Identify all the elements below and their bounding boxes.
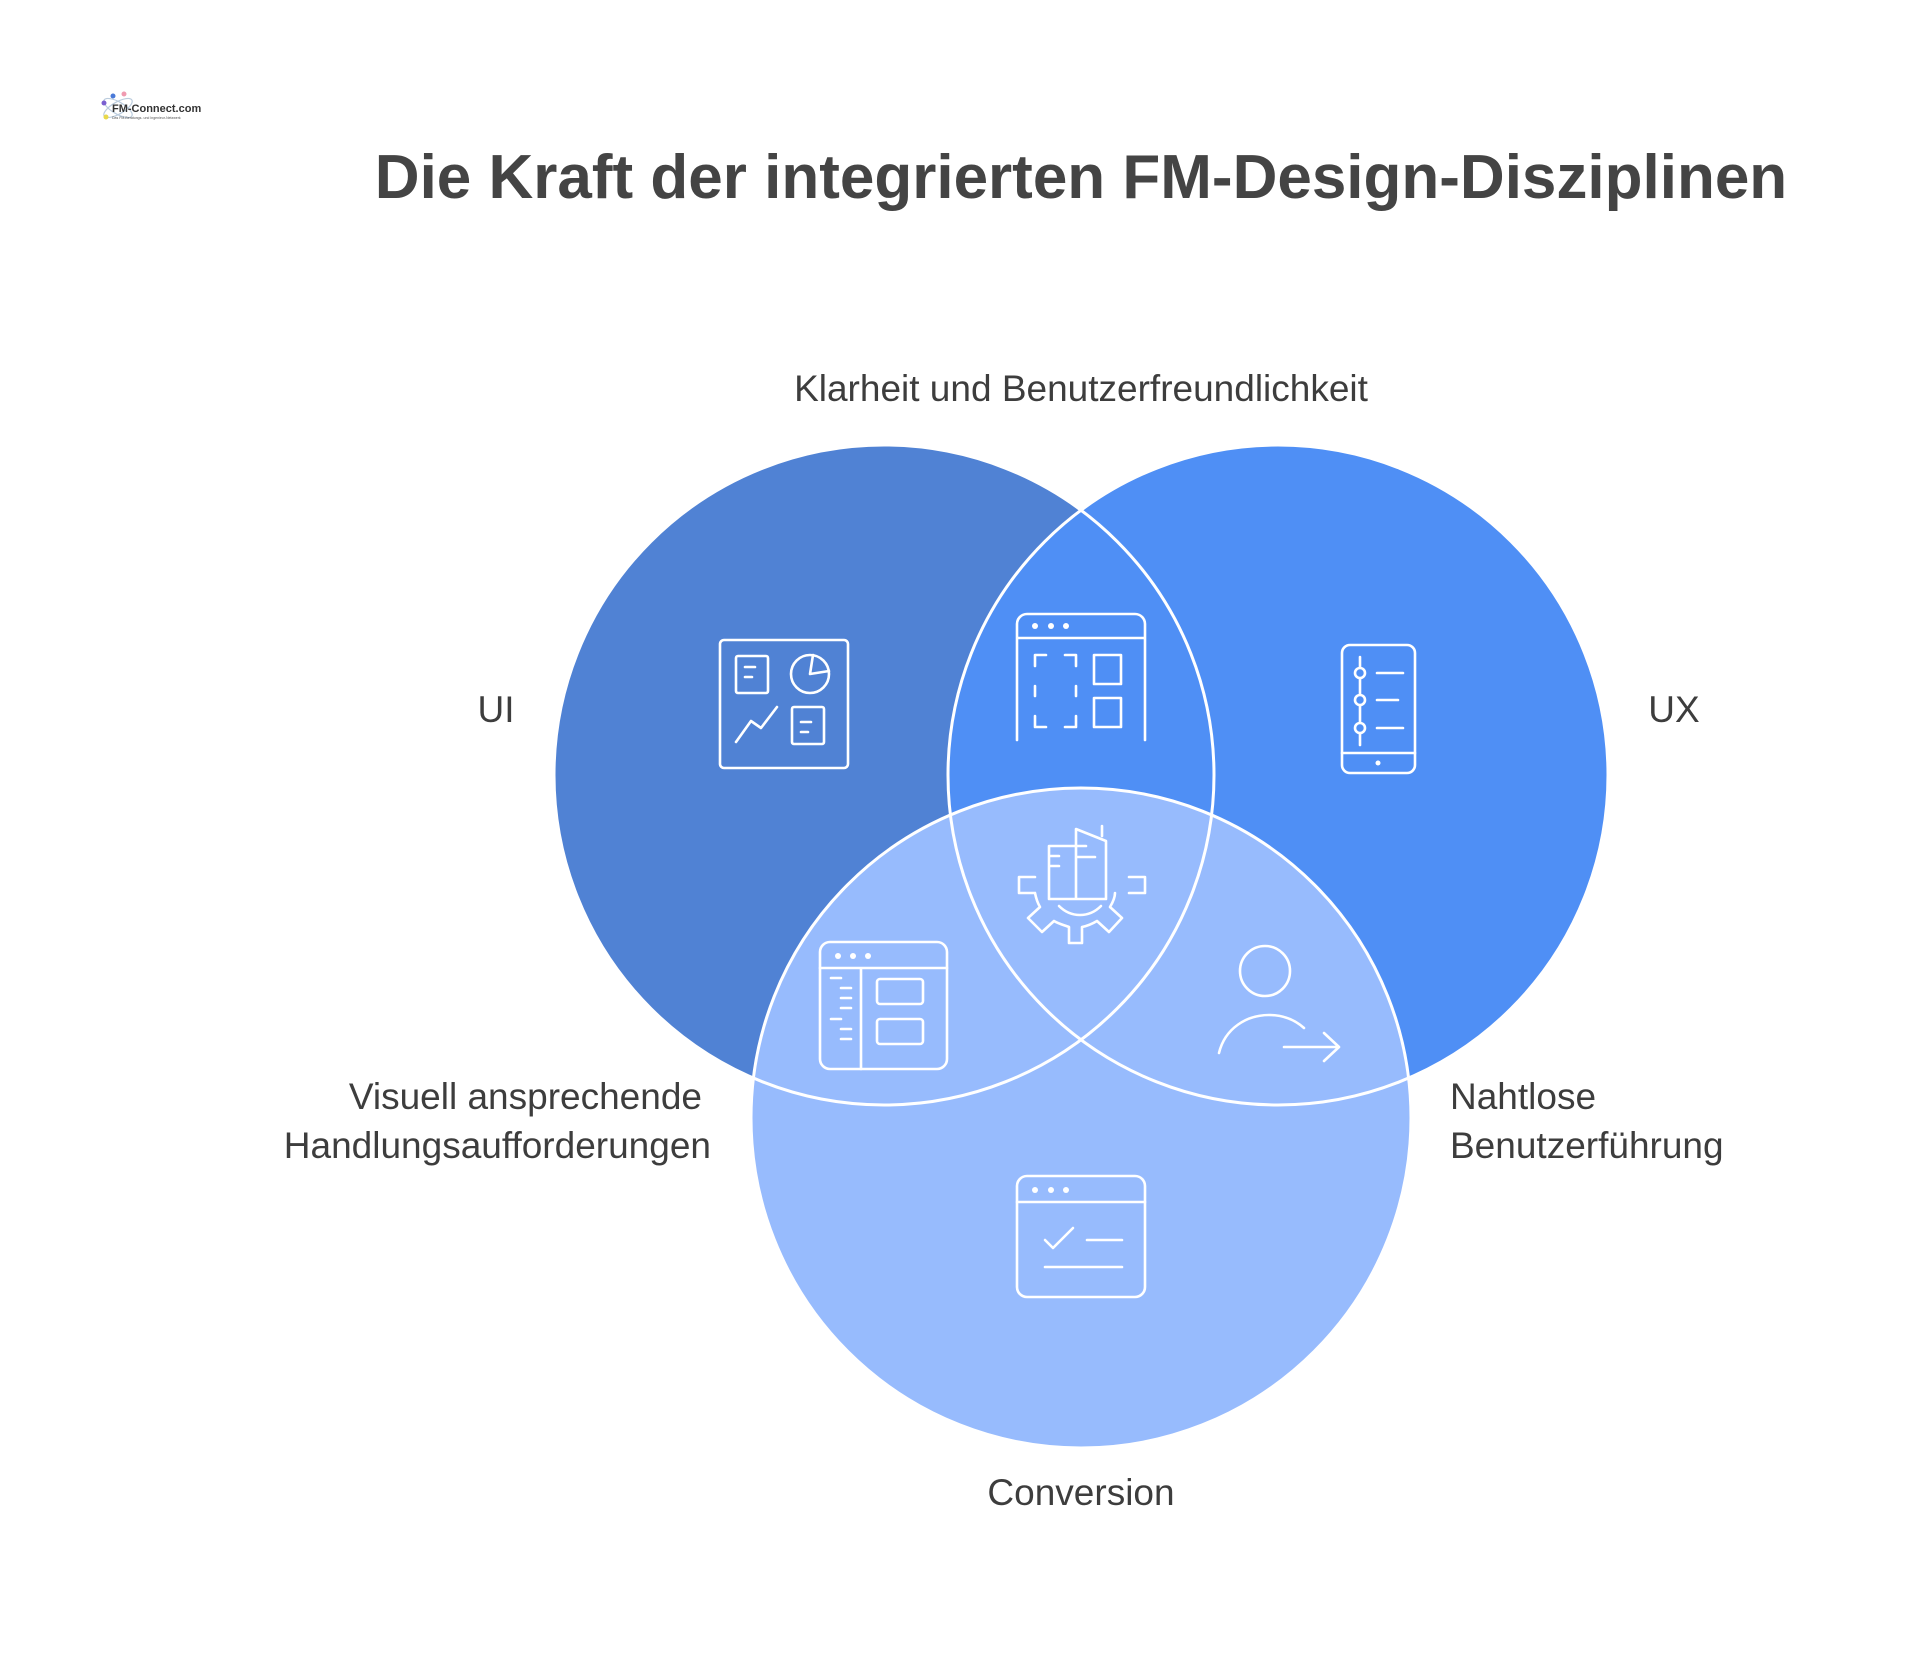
mobile-flow-icon (1340, 643, 1417, 775)
circle-conversion (751, 788, 1411, 1448)
page-title: Die Kraft der integrierten FM-Design-Dis… (375, 143, 1787, 212)
user-arrow-icon (1217, 944, 1341, 1063)
label-ui-ux: Klarheit und Benutzerfreundlichkeit (794, 368, 1369, 409)
circle-outlines (552, 443, 1610, 1450)
building-gear-icon (1017, 824, 1147, 945)
label-ui-conversion-line1: Visuell ansprechende (349, 1076, 702, 1117)
logo-tagline: Das FM-Beratungs- und Ingenieur-Netzwerk (112, 116, 181, 120)
label-conversion: Conversion (987, 1472, 1174, 1513)
sidebar-window-icon (818, 940, 949, 1071)
label-ux: UX (1648, 689, 1699, 730)
layout-window-icon (1015, 612, 1147, 742)
logo: FM-Connect.com Das FM-Beratungs- und Ing… (101, 91, 201, 120)
logo-text: FM-Connect.com (112, 103, 201, 115)
label-ui-conversion-line2: Handlungsaufforderungen (284, 1125, 711, 1166)
label-ux-conversion-line2: Benutzerführung (1450, 1125, 1724, 1166)
checklist-window-icon (1015, 1174, 1147, 1299)
label-ux-conversion-line1: Nahtlose (1450, 1076, 1596, 1117)
label-ui: UI (478, 689, 515, 730)
dashboard-icon (718, 638, 850, 770)
